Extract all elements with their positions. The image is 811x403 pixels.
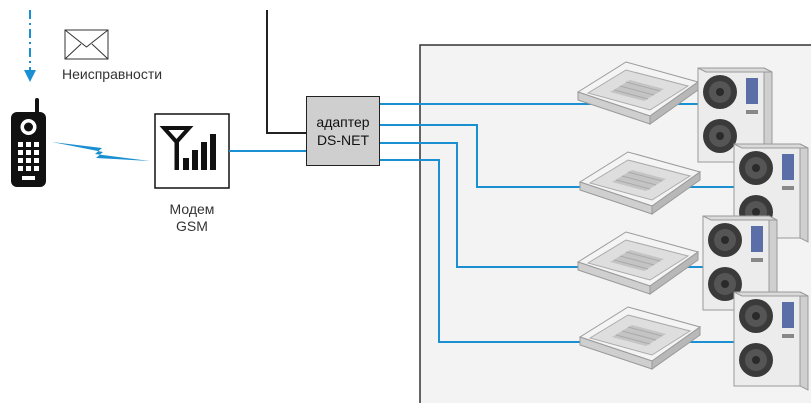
lightning-signal-icon bbox=[52, 142, 150, 161]
adapter-label-line2: DS-NET bbox=[316, 132, 370, 148]
mobile-phone-icon bbox=[11, 98, 46, 187]
adapter-ds-net: адаптер DS-NET bbox=[306, 96, 380, 166]
modem-label-line1: Модем bbox=[169, 201, 215, 217]
envelope-icon bbox=[64, 29, 109, 60]
adapter-label-line1: адаптер bbox=[316, 114, 370, 130]
upstream-connection bbox=[266, 10, 306, 134]
antenna-signal-icon bbox=[154, 113, 230, 189]
modem-label-line2: GSM bbox=[176, 218, 208, 234]
notification-arrowhead bbox=[24, 70, 36, 82]
modem-label: Модем GSM bbox=[152, 201, 232, 235]
notification-label: Неисправности bbox=[62, 66, 163, 82]
outdoor-ac-unit-icon bbox=[733, 291, 809, 391]
